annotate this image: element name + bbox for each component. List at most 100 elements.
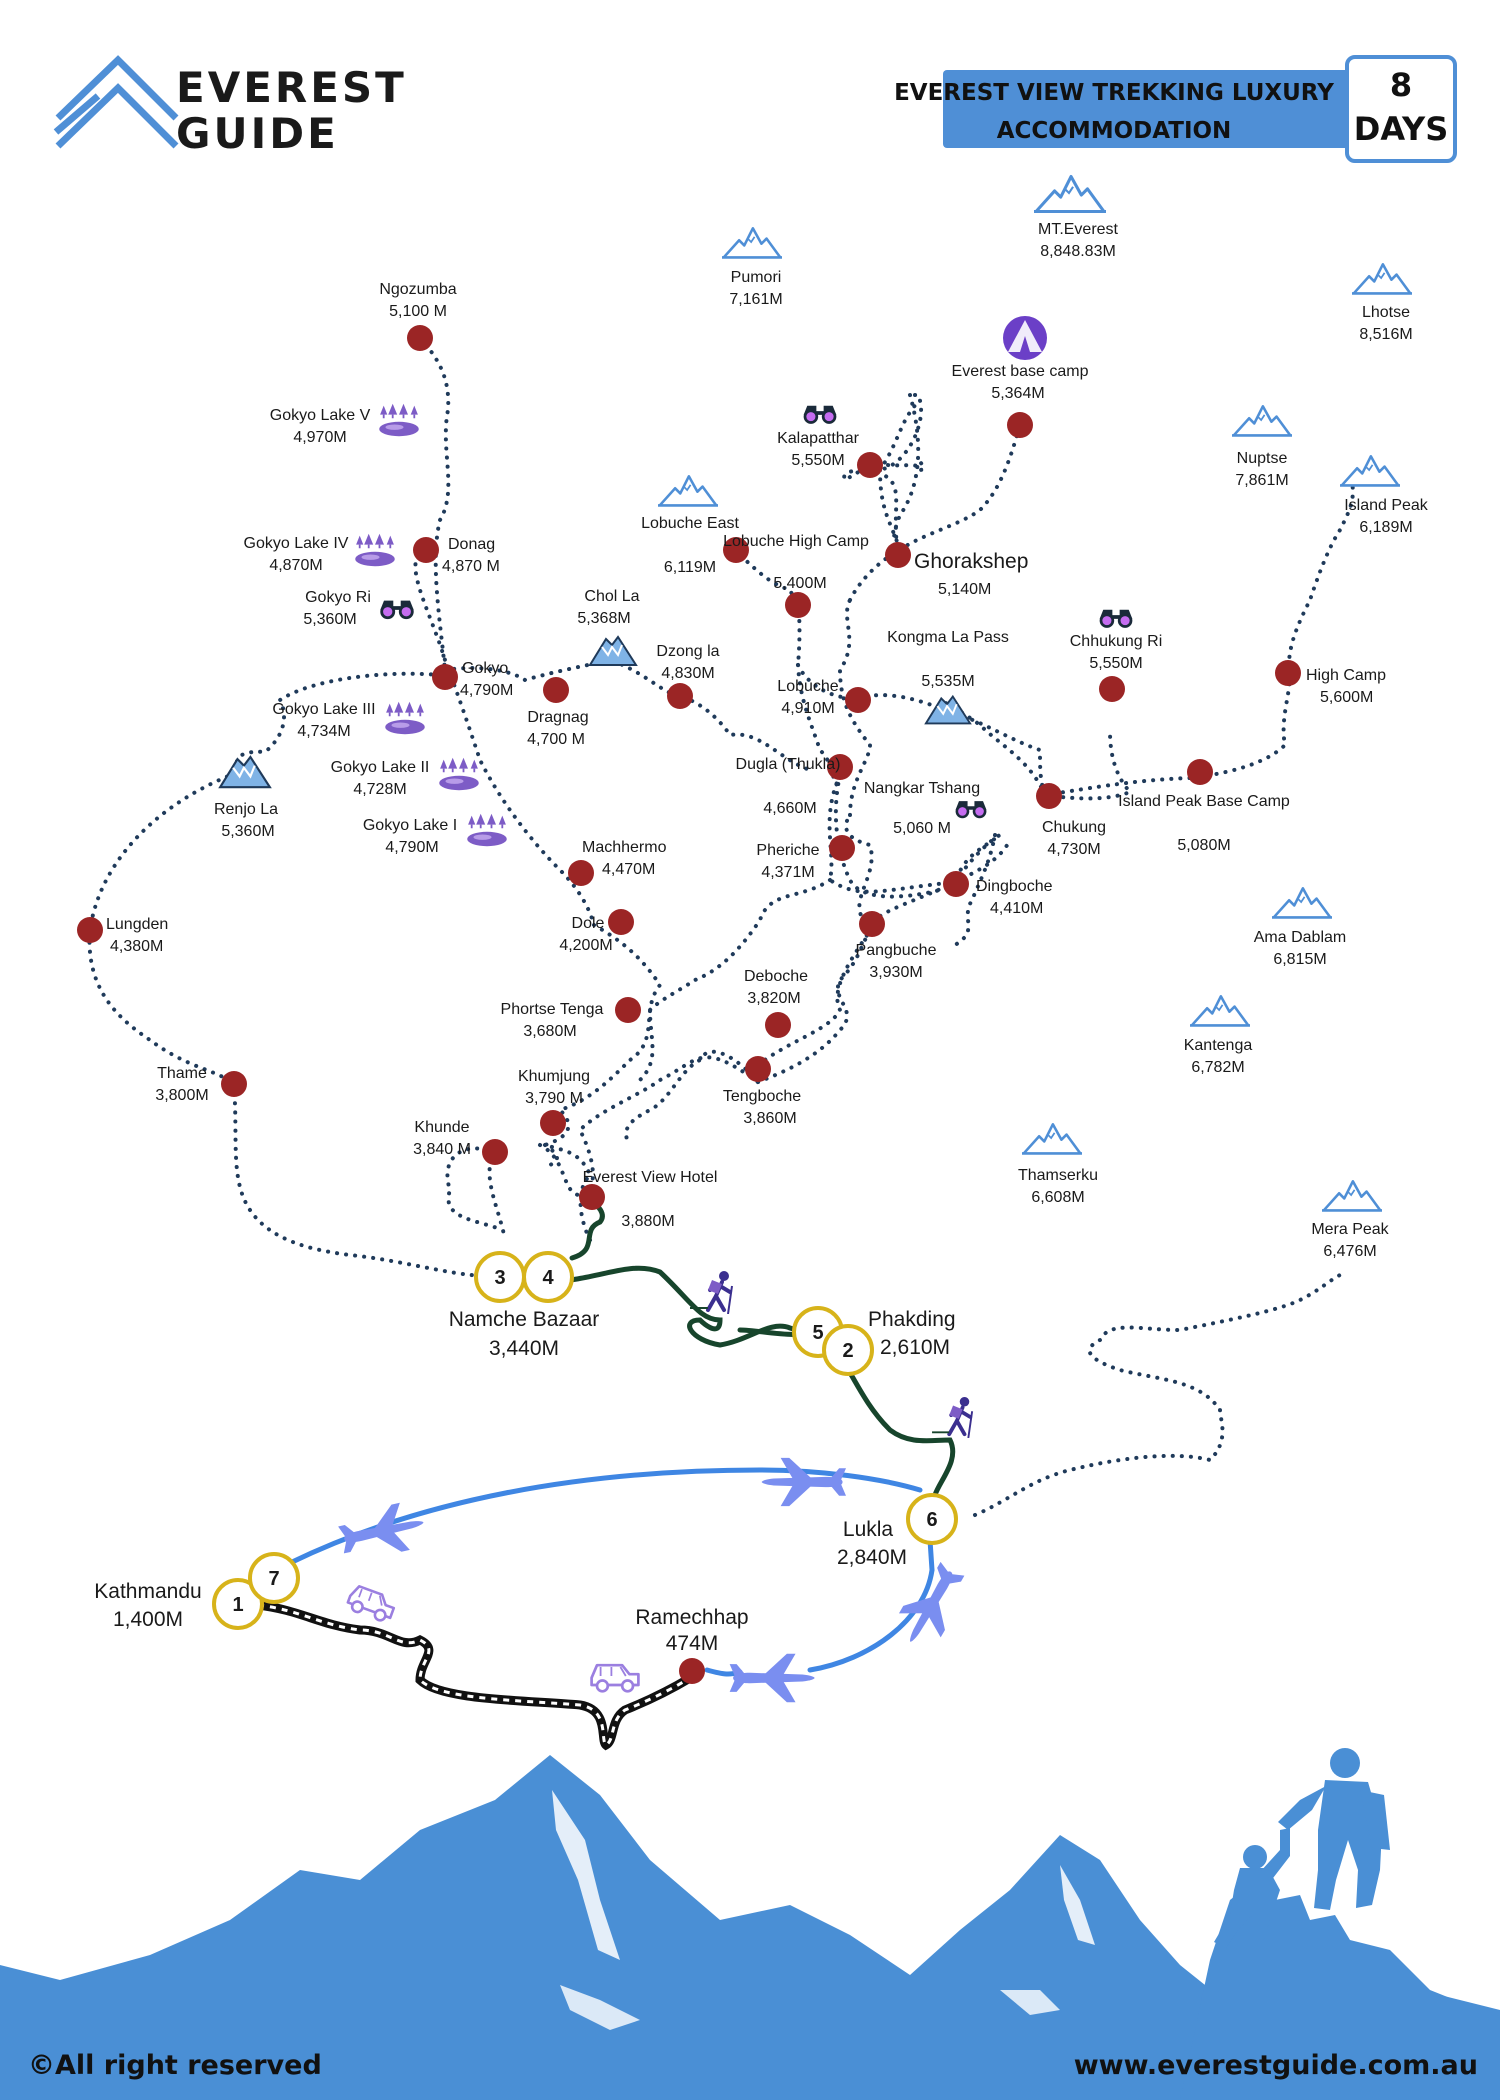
- place-elevation: 4,870M: [269, 557, 322, 574]
- place-elevation: 5,550M: [791, 452, 844, 469]
- days-number: 8: [1390, 66, 1412, 104]
- place-name: Tengboche: [723, 1088, 801, 1105]
- place-name: Dole: [572, 915, 605, 932]
- marker-phortse-tenga: [615, 997, 641, 1023]
- place-name: Gokyo Lake IV: [244, 535, 349, 552]
- peak-name: Island Peak: [1344, 497, 1429, 514]
- place-elevation: 3,880M: [621, 1213, 674, 1230]
- stop-name: Phakding: [868, 1308, 956, 1331]
- peak-name: Lobuche East: [641, 515, 739, 532]
- marker-machhermo: [568, 860, 594, 886]
- place-elevation: 5,360M: [303, 611, 356, 628]
- binoculars-icon: [380, 600, 414, 620]
- place-elevation: 4,200M: [559, 937, 612, 954]
- peak-icon: [1022, 1122, 1082, 1155]
- brand-line-2: GUIDE: [176, 109, 339, 158]
- peak-icon: [1034, 174, 1106, 214]
- brand-logo[interactable]: EVEREST GUIDE: [53, 55, 407, 158]
- place-elevation: 4,700 M: [527, 731, 585, 748]
- marker-thame: [221, 1071, 247, 1097]
- peak-icon: [1190, 994, 1250, 1027]
- place-elevation: 5,140M: [938, 581, 991, 598]
- stop-elevation: 3,440M: [489, 1337, 559, 1360]
- peak-elevation: 6,476M: [1323, 1243, 1376, 1260]
- marker-everest-base-camp: [1007, 412, 1033, 438]
- flight-routes: [287, 1467, 935, 1677]
- place-name: Renjo La: [214, 801, 278, 818]
- place-labels: Ngozumba 5,100 M Gokyo Lake V 4,970M Gok…: [106, 281, 1386, 1655]
- place-name: Khunde: [414, 1119, 469, 1136]
- peak-name: Thamserku: [1018, 1167, 1098, 1184]
- peak-elevation: 8,848.83M: [1040, 243, 1116, 260]
- jeep-icon: [590, 1663, 640, 1693]
- marker-pheriche: [829, 835, 855, 861]
- place-name: Gokyo Lake I: [363, 817, 457, 834]
- place-elevation: 4,660M: [763, 800, 816, 817]
- place-elevation: 474M: [666, 1632, 719, 1655]
- stop-elevation: 2,610M: [880, 1336, 950, 1359]
- title-line-1: EVEREST VIEW TREKKING LUXURY: [894, 80, 1334, 106]
- stop-elevation: 2,840M: [837, 1546, 907, 1569]
- tent-icon: [1003, 316, 1047, 360]
- place-name: Chol La: [584, 588, 639, 605]
- stop-name: Namche Bazaar: [449, 1308, 600, 1331]
- peak-elevation: 6,782M: [1191, 1059, 1244, 1076]
- place-name: Dragnag: [527, 709, 588, 726]
- peak-icon: [1272, 886, 1332, 919]
- road-route: [253, 1600, 695, 1751]
- place-elevation: 3,840 M: [413, 1141, 471, 1158]
- place-elevation: 4,870 M: [442, 558, 500, 575]
- place-name: Lobuche High Camp: [723, 533, 869, 550]
- website-link[interactable]: www.everestguide.com.au: [1074, 2050, 1478, 2081]
- marker-tengboche: [745, 1056, 771, 1082]
- plane-icon: [761, 1457, 846, 1507]
- day-number: 4: [542, 1267, 554, 1289]
- place-elevation: 4,970M: [293, 429, 346, 446]
- stop-name: Kathmandu: [94, 1580, 201, 1603]
- place-elevation: 4,371M: [761, 864, 814, 881]
- peak-icon: [1232, 404, 1292, 437]
- day-number: 6: [926, 1509, 937, 1531]
- lake-icon: [378, 402, 420, 438]
- place-name: Gokyo: [462, 660, 508, 677]
- marker-high-camp: [1275, 660, 1301, 686]
- plane-icon: [729, 1653, 815, 1703]
- peak-name: Kantenga: [1184, 1037, 1253, 1054]
- lake-icon: [384, 700, 426, 736]
- marker-dole: [608, 909, 634, 935]
- marker-chhukung-ri: [1099, 676, 1125, 702]
- peak-elevation: 6,815M: [1273, 951, 1326, 968]
- marker-deboche: [765, 1012, 791, 1038]
- lake-icon: [466, 812, 508, 848]
- place-name: Gokyo Lake V: [270, 407, 371, 424]
- glacier-icon: [219, 755, 271, 789]
- marker-donag: [413, 537, 439, 563]
- marker-lungden: [77, 917, 103, 943]
- place-name: Ramechhap: [635, 1606, 748, 1629]
- place-name: Thame: [157, 1065, 207, 1082]
- place-name: Deboche: [744, 968, 808, 985]
- place-elevation: 4,728M: [353, 781, 406, 798]
- copyright: ©All right reserved: [28, 2050, 322, 2081]
- marker-everest-view-hotel: [579, 1184, 605, 1210]
- peak-elevation: 7,861M: [1235, 472, 1288, 489]
- marker-dzong-la: [667, 683, 693, 709]
- place-name: Pheriche: [756, 842, 819, 859]
- marker-pangbuche: [859, 911, 885, 937]
- day-stops: 3 4 5 2 6 1 7: [212, 1251, 958, 1630]
- marker-kalapatthar: [857, 452, 883, 478]
- trip-header: EVEREST VIEW TREKKING LUXURY ACCOMMODATI…: [894, 55, 1457, 163]
- place-name: Lungden: [106, 916, 168, 933]
- place-elevation: 4,910M: [781, 700, 834, 717]
- place-elevation: 5,400M: [773, 575, 826, 592]
- place-name: Kongma La Pass: [887, 629, 1009, 646]
- place-elevation: 5,100 M: [389, 303, 447, 320]
- marker-dingboche: [943, 871, 969, 897]
- peak-icon: [722, 226, 782, 259]
- place-name: Ngozumba: [379, 281, 456, 298]
- day-number: 5: [812, 1322, 823, 1344]
- place-name: Chukung: [1042, 819, 1106, 836]
- glacier-icon: [588, 635, 638, 667]
- binoculars-icon: [803, 405, 837, 424]
- place-elevation: 5,080M: [1177, 837, 1230, 854]
